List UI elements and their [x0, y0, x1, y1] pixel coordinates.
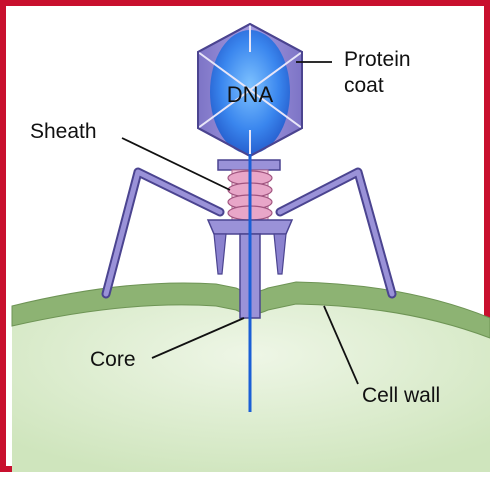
bacteriophage-diagram: DNA Protein coat Sheath Core Cell wall	[11, 22, 490, 472]
cell-wall-pointer	[323, 305, 359, 385]
sheath-pointer	[121, 137, 231, 191]
protein-coat-label-line2: coat	[344, 74, 384, 97]
protein-coat-label-line1: Protein	[344, 48, 411, 71]
sheath-label: Sheath	[30, 120, 97, 143]
core-label: Core	[90, 348, 136, 371]
core-pointer	[151, 317, 245, 359]
dna-label: DNA	[227, 82, 274, 107]
protein-coat	[197, 22, 303, 158]
dna-region	[210, 30, 290, 154]
cell-wall-label: Cell wall	[362, 384, 440, 407]
tail-fibers	[101, 167, 397, 299]
